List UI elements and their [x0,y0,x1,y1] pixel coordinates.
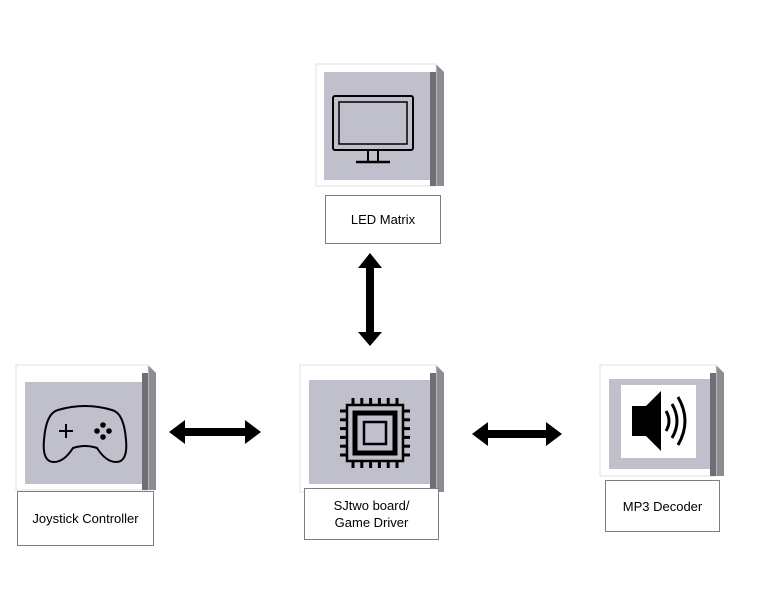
joystick-controller-label: Joystick Controller [17,491,154,546]
mp3-decoder-label: MP3 Decoder [605,480,720,532]
sjtwo-board-label: SJtwo board/ Game Driver [304,488,439,540]
led-matrix-label: LED Matrix [325,195,441,244]
arrow-joystick-board [169,420,261,444]
joystick-tile [15,364,156,491]
led-matrix-tile [315,63,444,187]
sjtwo-board-label-line2: Game Driver [334,515,409,530]
speaker-icon [632,391,687,451]
sjtwo-board-label-line1: SJtwo board/ [333,498,410,513]
chip-icon [340,398,410,468]
monitor-icon [332,95,414,164]
arrow-led-board [358,253,382,346]
mp3-tile [599,364,724,477]
sjtwo-board-tile [299,364,444,493]
gamepad-icon [42,405,128,464]
arrow-board-mp3 [472,422,562,446]
